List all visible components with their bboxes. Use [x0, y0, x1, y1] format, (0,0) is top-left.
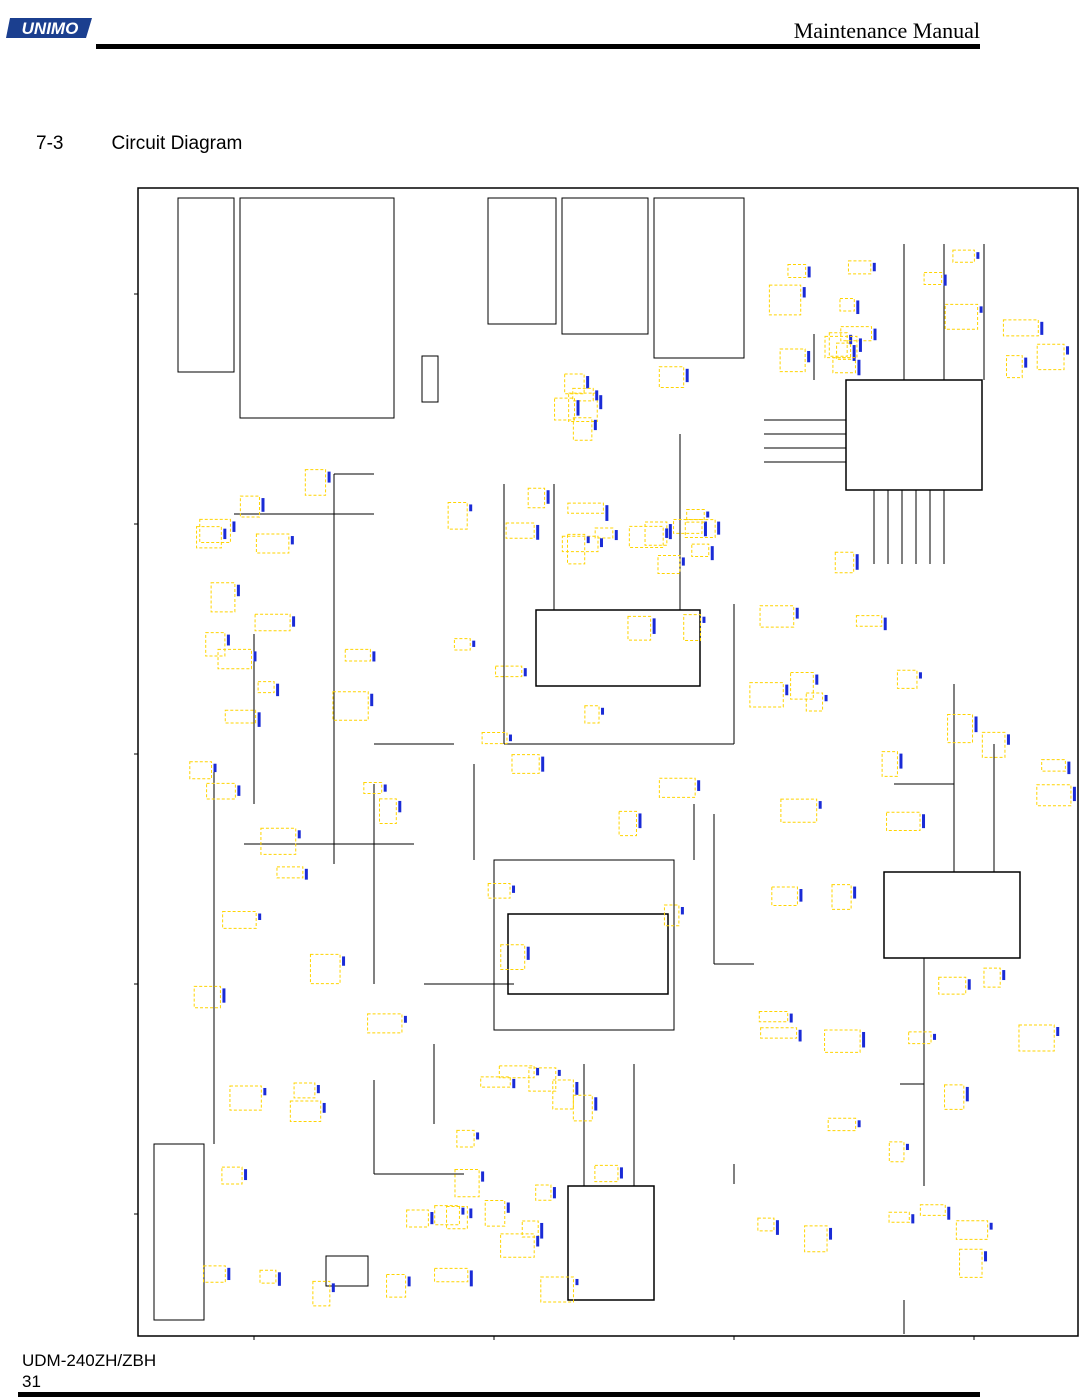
section-title: Circuit Diagram	[111, 133, 243, 154]
circuit-diagram	[134, 184, 1082, 1340]
section-heading: 7-3 Circuit Diagram	[36, 133, 242, 155]
unimo-logo: UNIMO	[6, 14, 96, 42]
section-number: 7-3	[36, 133, 64, 154]
footer-model: UDM-240ZH/ZBH	[22, 1351, 157, 1370]
header-rule	[96, 44, 980, 49]
svg-text:UNIMO: UNIMO	[22, 19, 79, 38]
footer-rule	[18, 1392, 980, 1397]
manual-title: Maintenance Manual	[793, 18, 980, 43]
footer-page-number: 31	[22, 1372, 41, 1391]
